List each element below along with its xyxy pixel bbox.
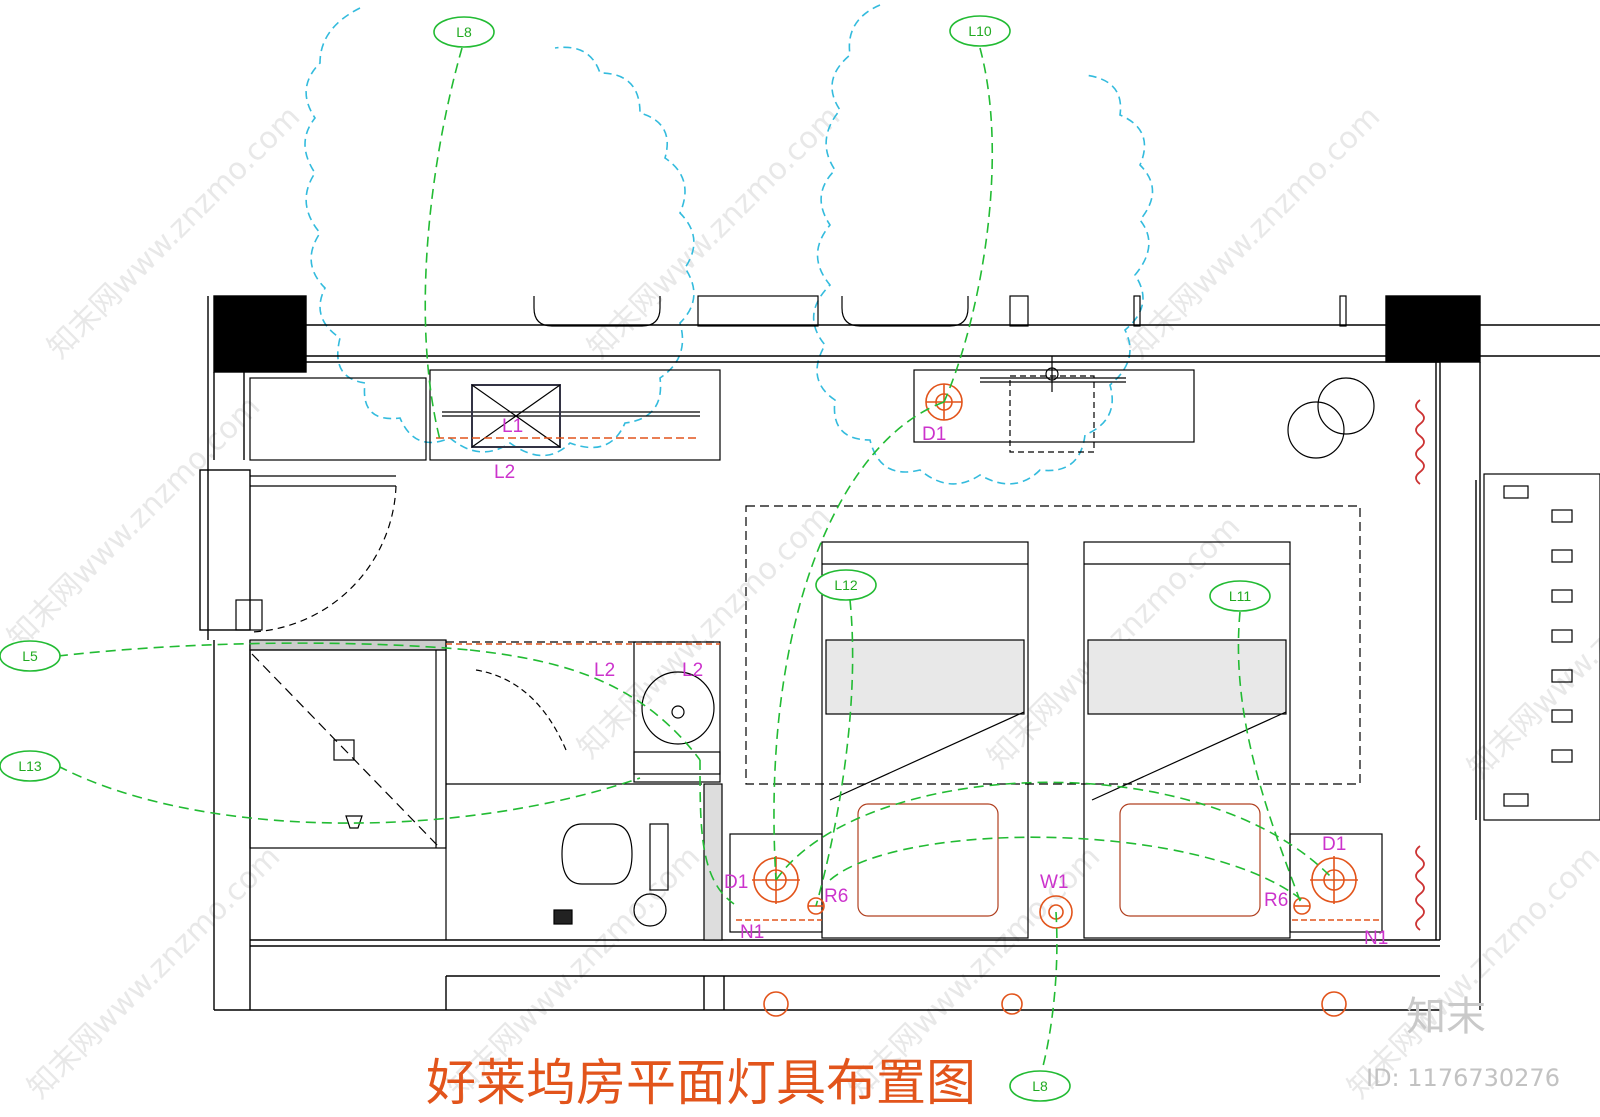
watermark-text: 知末网www.znzmo.com bbox=[1, 389, 267, 655]
revision-cloud-right bbox=[812, 4, 1154, 485]
circuit-tag-l12: L12 bbox=[815, 569, 877, 601]
bathroom bbox=[249, 639, 723, 941]
fixture-label: W1 bbox=[1040, 872, 1069, 893]
circuit-tag-label: L5 bbox=[22, 648, 38, 664]
washbasin bbox=[641, 671, 715, 745]
watermark-layer: 知末网www.znzmo.com 知末网www.znzmo.com 知末网www… bbox=[1, 99, 1600, 1105]
column-left bbox=[213, 295, 307, 373]
circuit-tag-l5: L5 bbox=[0, 640, 61, 672]
brand-logo: 知末 bbox=[1406, 994, 1486, 1040]
circuit-tag-label: L13 bbox=[18, 758, 42, 774]
fixture-label: D1 bbox=[724, 872, 748, 893]
fixture-label: L2 bbox=[494, 462, 515, 483]
fixture-labels: L1 L2 L2 L2 D1 D1 D1 R6 R6 W1 N1 N1 bbox=[494, 416, 1388, 949]
column-right bbox=[1385, 295, 1481, 363]
circuit-tag-label: L10 bbox=[968, 23, 992, 39]
watermark-text: 知末网www.znzmo.com bbox=[571, 499, 837, 765]
downlight-icon bbox=[763, 991, 789, 1017]
circuit-tag-label: L12 bbox=[834, 577, 858, 593]
circuit-tag-l8-top: L8 bbox=[433, 16, 495, 48]
circuit-tag-l10: L10 bbox=[949, 15, 1011, 47]
balcony bbox=[1483, 473, 1600, 821]
reading-light-icon bbox=[1293, 897, 1311, 915]
exhaust-fan bbox=[471, 384, 561, 448]
fixture-label: R6 bbox=[1264, 890, 1288, 911]
drawing-title: 好莱坞房平面灯具布置图 bbox=[426, 1054, 976, 1112]
curtains bbox=[1415, 399, 1425, 931]
downlight-icon bbox=[1321, 991, 1347, 1017]
watermark-text: 知末网www.znzmo.com bbox=[1461, 519, 1600, 785]
fixture-label: L2 bbox=[682, 660, 703, 681]
circuit-lines bbox=[57, 47, 1335, 1071]
watermark-text: 知末网www.znzmo.com bbox=[1121, 99, 1387, 365]
fixture-label: D1 bbox=[1322, 834, 1346, 855]
revision-cloud-left bbox=[304, 7, 695, 457]
circuit-tag-l11: L11 bbox=[1209, 580, 1271, 612]
fixture-label: L1 bbox=[502, 416, 523, 437]
circuit-tag-label: L8 bbox=[1032, 1078, 1048, 1094]
circuit-tag-label: L11 bbox=[1229, 588, 1252, 604]
wardrobe bbox=[249, 356, 1375, 461]
fixture-label: R6 bbox=[824, 886, 848, 907]
circuit-tags: L8 L10 L12 L11 L5 L13 L8 bbox=[0, 15, 1271, 1102]
fixture-label: D1 bbox=[922, 424, 946, 445]
exterior-furniture bbox=[533, 295, 1347, 327]
entry-door bbox=[235, 475, 397, 633]
downlight-icon bbox=[1001, 993, 1023, 1015]
fixture-label: N1 bbox=[740, 922, 764, 943]
circuit-tag-l13: L13 bbox=[0, 750, 61, 782]
revision-clouds bbox=[304, 4, 1154, 485]
toilet bbox=[561, 823, 633, 885]
fixture-label: L2 bbox=[594, 660, 615, 681]
watermark-text: 知末网www.znzmo.com bbox=[21, 839, 287, 1105]
circuit-tag-l8-bottom: L8 bbox=[1009, 1070, 1071, 1102]
fixture-label: N1 bbox=[1364, 928, 1388, 949]
walls bbox=[199, 295, 1600, 1011]
circuit-tag-label: L8 bbox=[456, 24, 472, 40]
beds bbox=[729, 505, 1383, 939]
drawing-id: ID: 1176730276 bbox=[1366, 1064, 1560, 1092]
